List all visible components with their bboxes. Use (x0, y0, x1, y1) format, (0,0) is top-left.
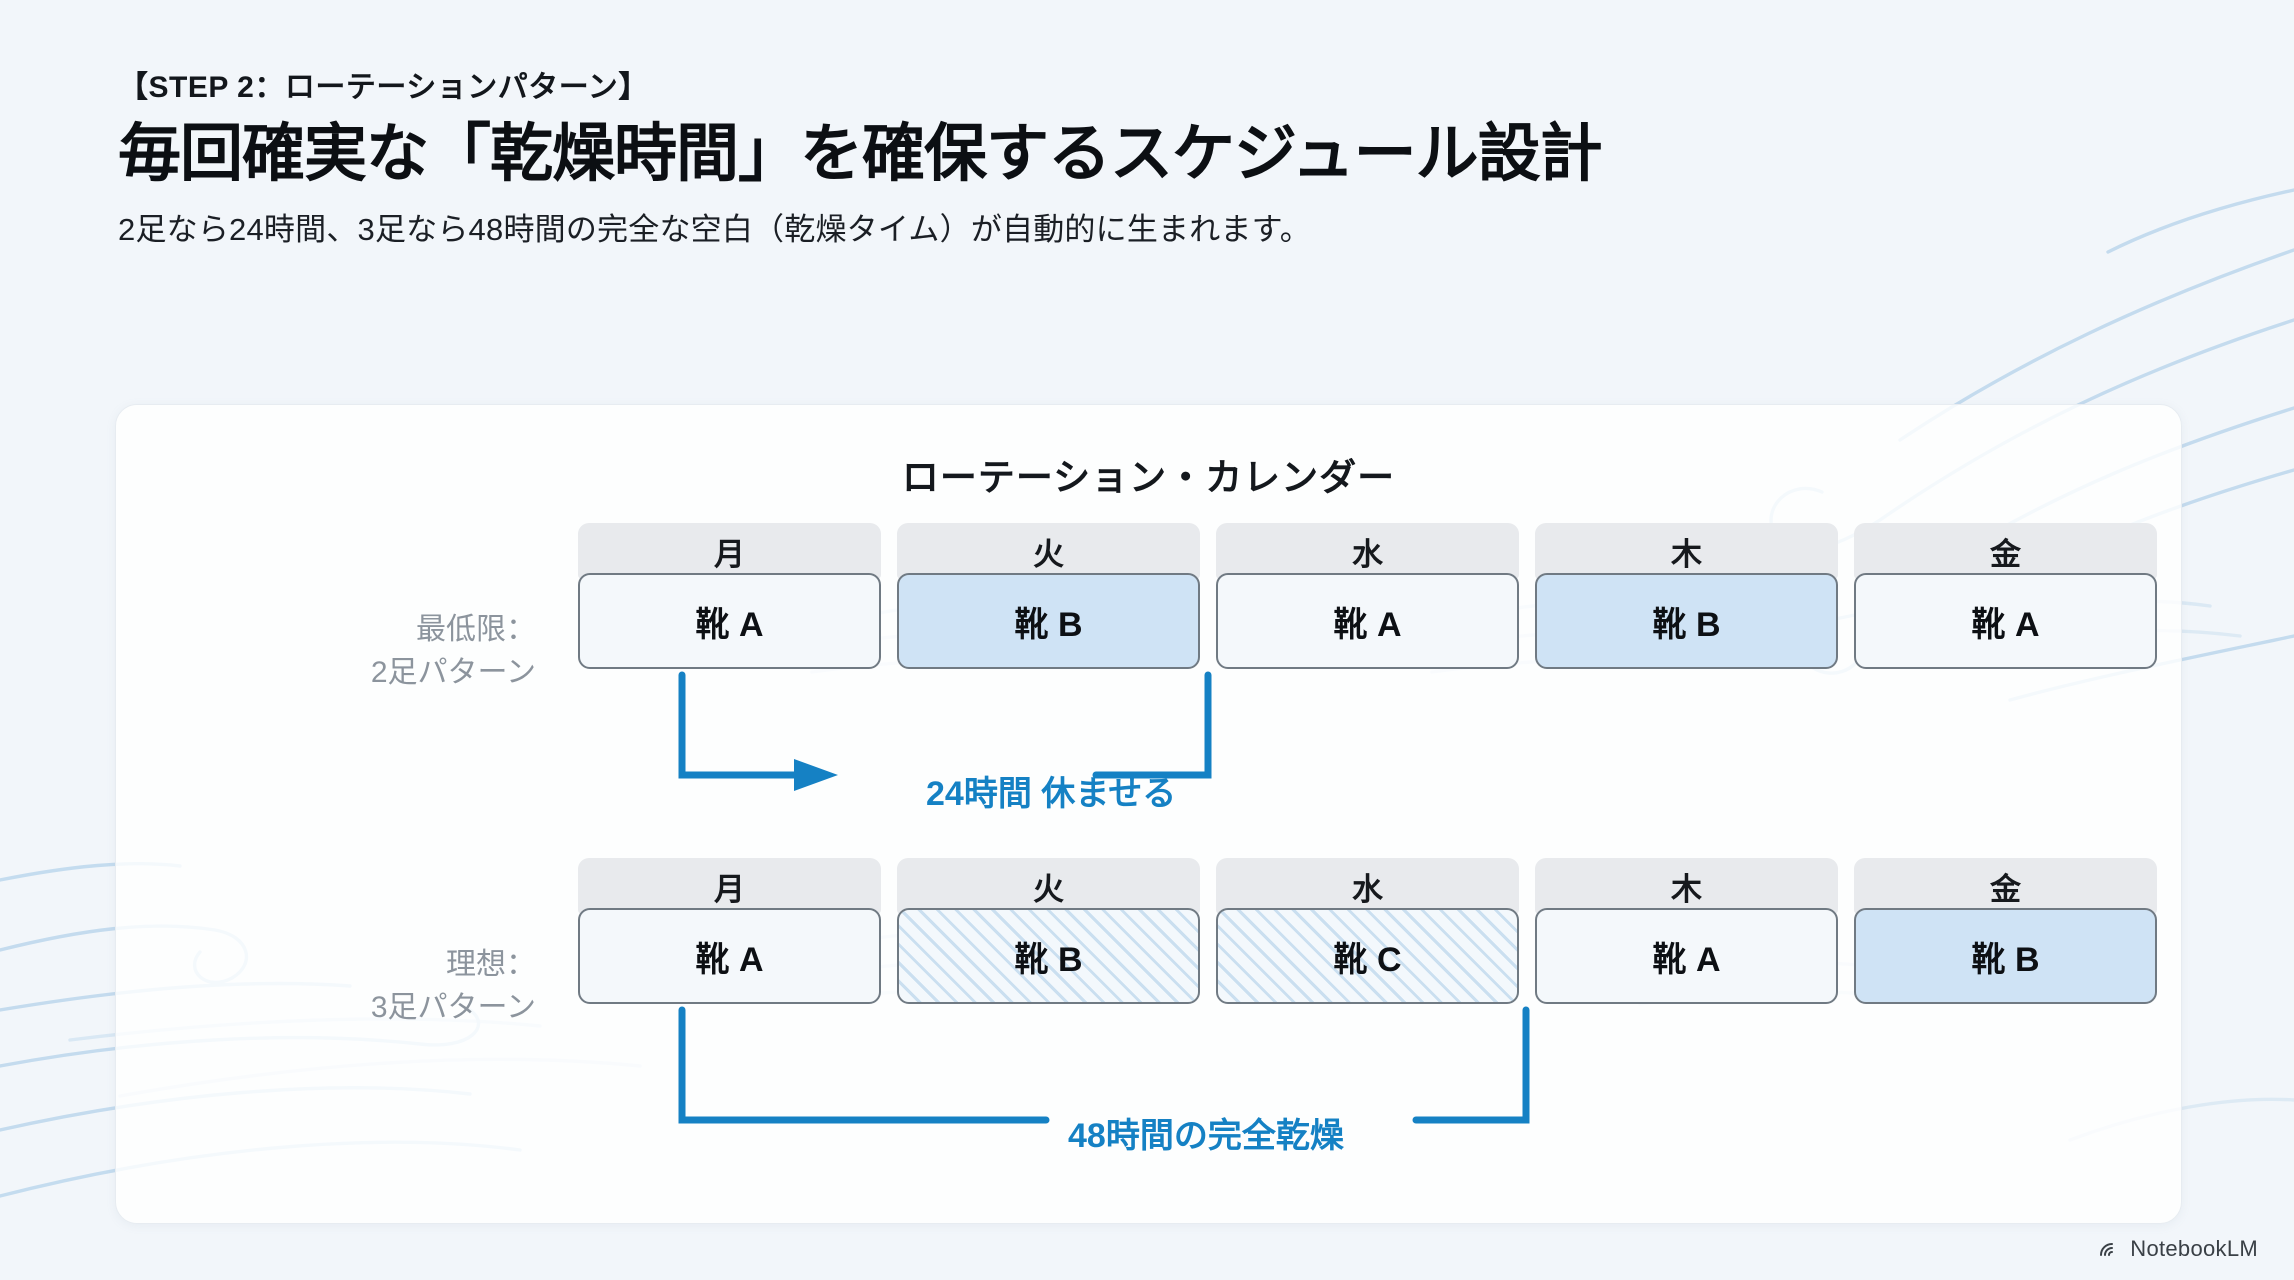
row-label-ideal: 理想： 3足パターン (226, 944, 536, 1029)
day-header-wed-row2: 水 (1216, 858, 1519, 914)
day-column-tue-row1[interactable]: 火 靴 B (897, 523, 1200, 669)
shoe-cell-wed-row1[interactable]: 靴 A (1216, 573, 1519, 669)
page-subtitle: 2足なら24時間、3足なら48時間の完全な空白（乾燥タイム）が自動的に生まれます… (118, 212, 1311, 248)
shoe-cell-mon-row2[interactable]: 靴 A (578, 908, 881, 1004)
day-header-mon-row2: 月 (578, 858, 881, 914)
shoe-cell-tue-row2[interactable]: 靴 B (897, 908, 1200, 1004)
notebooklm-watermark: NotebookLM (2098, 1236, 2258, 1262)
shoe-label-tue-row1: 靴 B (1014, 605, 1083, 644)
day-column-fri-row1[interactable]: 金 靴 A (1854, 523, 2157, 669)
day-header-fri-row1: 金 (1854, 523, 2157, 579)
watermark-label: NotebookLM (2130, 1236, 2258, 1261)
card-title: ローテーション・カレンダー (901, 457, 1396, 498)
calendar-row-minimum: 最低限： 2足パターン 月 靴 A 火 靴 B 水 (116, 523, 2181, 858)
shoe-cell-thu-row2[interactable]: 靴 A (1535, 908, 1838, 1004)
page-title: 毎回確実な「乾燥時間」を確保するスケジュール設計 (118, 119, 1603, 189)
shoe-label-thu-row1: 靴 B (1652, 605, 1721, 644)
day-column-tue-row2[interactable]: 火 靴 B (897, 858, 1200, 1004)
calendar-row-ideal: 理想： 3足パターン 月 靴 A 火 靴 B 水 (116, 858, 2181, 1193)
calendar-rows: 最低限： 2足パターン 月 靴 A 火 靴 B 水 (116, 523, 2181, 1193)
row-label-ideal-line2: 3足パターン (370, 990, 536, 1024)
day-header-tue-row1: 火 (897, 523, 1200, 579)
day-header-tue-row2: 火 (897, 858, 1200, 914)
day-column-mon-row1[interactable]: 月 靴 A (578, 523, 881, 669)
rotation-calendar-card: ローテーション・カレンダー 最低限： 2足パターン 月 靴 A 火 靴 B (115, 404, 2182, 1224)
shoe-label-fri-row1: 靴 A (1971, 605, 2040, 644)
shoe-cell-tue-row1[interactable]: 靴 B (897, 573, 1200, 669)
day-header-wed-row1: 水 (1216, 523, 1519, 579)
shoe-label-thu-row2: 靴 A (1652, 940, 1721, 979)
day-column-mon-row2[interactable]: 月 靴 A (578, 858, 881, 1004)
row-label-minimum: 最低限： 2足パターン (226, 609, 536, 694)
day-header-thu-row1: 木 (1535, 523, 1838, 579)
arrowhead-icon (794, 759, 838, 791)
day-column-fri-row2[interactable]: 金 靴 B (1854, 858, 2157, 1004)
header-block: 【STEP 2：ローテーションパターン】 毎回確実な「乾燥時間」を確保するスケジ… (118, 62, 1603, 249)
step-label: 【STEP 2：ローテーションパターン】 (118, 71, 649, 104)
day-column-thu-row2[interactable]: 木 靴 A (1535, 858, 1838, 1004)
day-header-thu-row2: 木 (1535, 858, 1838, 914)
day-column-thu-row1[interactable]: 木 靴 B (1535, 523, 1838, 669)
day-header-fri-row2: 金 (1854, 858, 2157, 914)
connector-label-48h: 48時間の完全乾燥 (1068, 1117, 1344, 1155)
day-column-wed-row1[interactable]: 水 靴 A (1216, 523, 1519, 669)
shoe-label-fri-row2: 靴 B (1971, 940, 2040, 979)
row-label-minimum-line2: 2足パターン (370, 655, 536, 689)
shoe-label-wed-row2: 靴 C (1333, 940, 1402, 979)
shoe-cell-mon-row1[interactable]: 靴 A (578, 573, 881, 669)
shoe-cell-fri-row2[interactable]: 靴 B (1854, 908, 2157, 1004)
shoe-label-mon-row1: 靴 A (695, 605, 764, 644)
row-label-minimum-line1: 最低限： (416, 613, 536, 646)
shoe-cell-fri-row1[interactable]: 靴 A (1854, 573, 2157, 669)
notebooklm-spiral-icon (2100, 1243, 2114, 1256)
calendar-days-row-1: 月 靴 A 火 靴 B 水 靴 A (578, 523, 2157, 669)
shoe-cell-wed-row2[interactable]: 靴 C (1216, 908, 1519, 1004)
shoe-label-wed-row1: 靴 A (1333, 605, 1402, 644)
connector-label-24h: 24時間 休ませる (926, 775, 1177, 813)
shoe-label-mon-row2: 靴 A (695, 940, 764, 979)
day-header-mon-row1: 月 (578, 523, 881, 579)
day-column-wed-row2[interactable]: 水 靴 C (1216, 858, 1519, 1004)
shoe-label-tue-row2: 靴 B (1014, 940, 1083, 979)
shoe-cell-thu-row1[interactable]: 靴 B (1535, 573, 1838, 669)
calendar-days-row-2: 月 靴 A 火 靴 B 水 靴 C (578, 858, 2157, 1004)
row-label-ideal-line1: 理想： (446, 948, 536, 981)
